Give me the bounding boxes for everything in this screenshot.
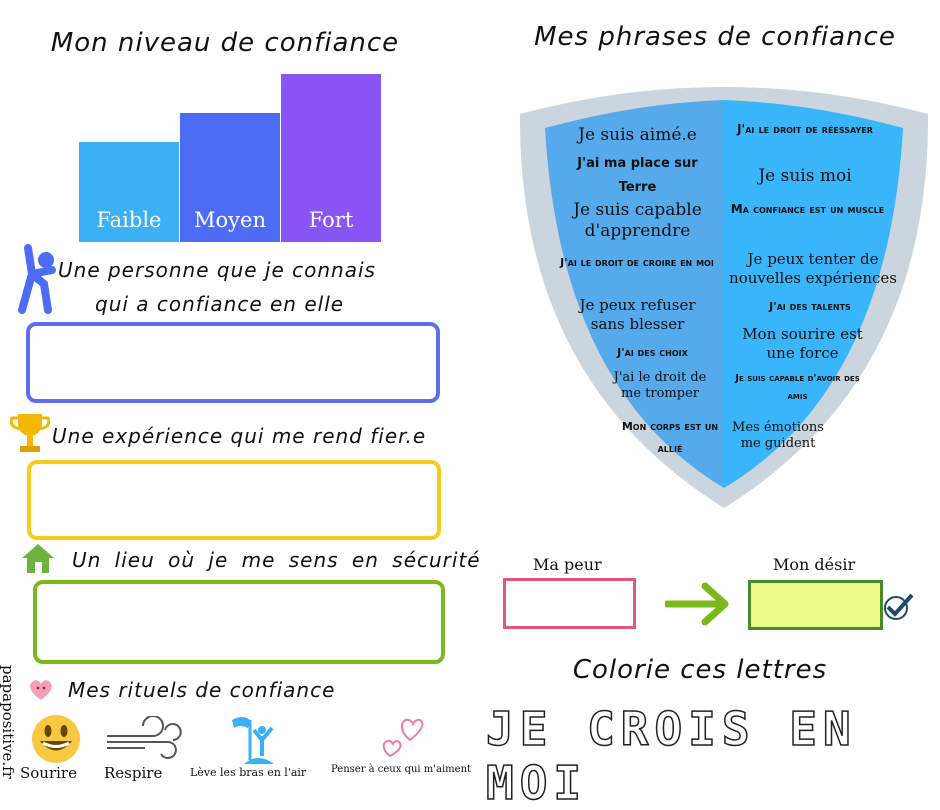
ritual-smile: Sourire bbox=[20, 764, 77, 782]
level-faible[interactable]: Faible bbox=[79, 142, 179, 242]
phrase: Je suis aimé.e bbox=[578, 125, 697, 145]
confidence-level-title: Mon niveau de confiance bbox=[50, 28, 400, 58]
phrase: J'ai ma place sur Terre bbox=[577, 156, 698, 195]
house-icon bbox=[22, 544, 54, 573]
phrase: Je suis capable d'apprendre bbox=[573, 200, 702, 242]
arms-raised-flag-icon bbox=[232, 717, 274, 764]
section-experience-label: Une expérience qui me rend fier.e bbox=[52, 424, 427, 448]
ritual-raise-arms: Lève les bras en l'air bbox=[190, 766, 307, 779]
phrase: J'ai des choix bbox=[617, 346, 688, 359]
wind-icon bbox=[107, 716, 182, 759]
phrase: Ma confiance est un muscle bbox=[730, 202, 885, 216]
phrase: Mon corps est un allié bbox=[621, 420, 719, 455]
phrase: Je suis moi bbox=[758, 166, 852, 186]
person-stretch-icon bbox=[18, 244, 56, 314]
phrase: Mon sourire est une force bbox=[742, 325, 863, 362]
smiley-icon bbox=[32, 715, 80, 763]
desire-input-box[interactable] bbox=[748, 580, 883, 630]
trophy-icon bbox=[10, 414, 50, 452]
section-person-line2: qui a confiance en elle bbox=[95, 292, 345, 316]
phrases-title: Mes phrases de confiance bbox=[534, 22, 896, 52]
phrase: J'ai le droit de réessayer bbox=[737, 122, 873, 136]
ritual-think-loved-ones: Penser à ceux qui m'aiment bbox=[331, 764, 472, 775]
level-label: Fort bbox=[308, 208, 354, 232]
color-letters[interactable]: JE CROIS EN MOI bbox=[485, 701, 857, 810]
phrase: J'ai des talents bbox=[769, 300, 851, 313]
phrase: J'ai le droit de croire en moi bbox=[560, 256, 714, 269]
section-person-line1: Une personne que je connais bbox=[58, 258, 376, 282]
phrase: Je suis capable d'avoir des amis bbox=[735, 373, 860, 402]
level-fort[interactable]: Fort bbox=[281, 74, 381, 242]
level-label: Faible bbox=[96, 208, 162, 232]
hearts-icon bbox=[382, 718, 424, 758]
fear-input-box[interactable] bbox=[503, 578, 636, 629]
phrase: J'ai le droit de me tromper bbox=[613, 370, 707, 402]
fear-label: Ma peur bbox=[533, 555, 602, 574]
phrase: Je peux tenter de nouvelles expériences bbox=[729, 250, 897, 287]
arrow-right-icon bbox=[665, 582, 729, 626]
credit-text: papapositive.fr bbox=[0, 665, 17, 779]
safe-place-input-box[interactable] bbox=[33, 580, 445, 664]
rituals-title: Mes rituels de confiance bbox=[68, 678, 336, 702]
level-label: Moyen bbox=[194, 208, 266, 232]
phrase: Je peux refuser sans blesser bbox=[579, 296, 696, 333]
check-circle-icon bbox=[884, 593, 914, 620]
ritual-breathe: Respire bbox=[104, 764, 163, 782]
person-input-box[interactable] bbox=[26, 322, 440, 403]
shield bbox=[519, 87, 929, 508]
phrase: Mes émotions me guident bbox=[732, 420, 824, 452]
desire-label: Mon désir bbox=[773, 555, 856, 574]
heart-face-icon bbox=[30, 680, 52, 700]
color-letters-title: Colorie ces lettres bbox=[572, 655, 828, 685]
experience-input-box[interactable] bbox=[27, 460, 441, 540]
section-safe-place-label: Un lieu où je me sens en sécurité bbox=[72, 548, 481, 572]
level-moyen[interactable]: Moyen bbox=[180, 113, 280, 242]
